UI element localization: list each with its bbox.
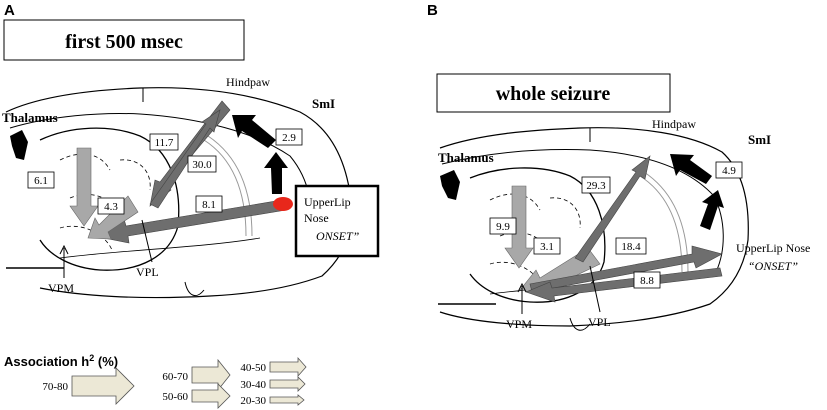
panel-b-value-box: 8.8 bbox=[633, 271, 661, 289]
panel-a-arrow-thalamus-down bbox=[69, 147, 99, 227]
panel-a-ventricle-icon bbox=[10, 130, 28, 160]
legend-entry: 60-70 bbox=[162, 358, 231, 392]
panel-a-onset-box bbox=[294, 184, 380, 258]
svg-text:8.1: 8.1 bbox=[202, 199, 216, 211]
panel-a-letter: A bbox=[4, 2, 15, 19]
svg-text:60-70: 60-70 bbox=[162, 371, 188, 383]
panel-a-value-box: 11.7 bbox=[149, 133, 179, 151]
legend-title: Association h2 (%) bbox=[4, 353, 118, 369]
svg-text:9.9: 9.9 bbox=[496, 221, 510, 233]
panel-b-title: whole seizure bbox=[496, 83, 611, 105]
svg-text:8.8: 8.8 bbox=[640, 275, 654, 287]
panel-b-vpm-label: VPM bbox=[506, 317, 532, 331]
panel-a-value-box: 8.1 bbox=[195, 195, 223, 213]
panel-a-vpl-pointer bbox=[141, 219, 153, 263]
panel-b-value-box: 18.4 bbox=[615, 237, 647, 255]
panel-b-letter: B bbox=[427, 2, 438, 19]
panel-b-ventricle-icon bbox=[440, 170, 460, 200]
svg-text:30-40: 30-40 bbox=[240, 379, 266, 391]
panel-a-hindpaw-label: Hindpaw bbox=[226, 75, 270, 89]
panel-a-arrow-vpl-up bbox=[149, 109, 221, 209]
panel-a-nose-label: Nose bbox=[304, 211, 329, 225]
panel-a-value-box: 6.1 bbox=[27, 171, 55, 189]
legend-entry: 70-80 bbox=[42, 367, 135, 405]
svg-text:4.3: 4.3 bbox=[104, 201, 118, 213]
legend-entry: 30-40 bbox=[240, 376, 306, 392]
panel-b-value-box: 4.9 bbox=[715, 161, 743, 179]
panel-a-smi-label: SmI bbox=[312, 96, 335, 111]
panel-b-hindpaw-label: Hindpaw bbox=[652, 117, 696, 131]
svg-text:30.0: 30.0 bbox=[192, 159, 212, 171]
panel-b-vpl-pointer bbox=[589, 265, 601, 313]
panel-b-brain-outline bbox=[439, 127, 749, 327]
panel-b-thalamus-label: Thalamus bbox=[438, 150, 494, 165]
legend-entry: 50-60 bbox=[162, 383, 231, 409]
panel-a-vpl-label: VPL bbox=[136, 265, 159, 279]
panel-a-thalamus-label: Thalamus bbox=[2, 110, 58, 125]
svg-text:50-60: 50-60 bbox=[162, 391, 188, 403]
legend-entry: 20-30 bbox=[240, 394, 305, 407]
panel-a-internal-capsule bbox=[59, 237, 261, 259]
panel-b-arrow-onset-up-2 bbox=[670, 154, 712, 184]
panel-b-inner-contour bbox=[441, 149, 724, 273]
svg-text:6.1: 6.1 bbox=[34, 175, 48, 187]
svg-text:11.7: 11.7 bbox=[155, 137, 174, 149]
svg-text:29.3: 29.3 bbox=[586, 180, 606, 192]
panel-a-arrow-vpl-light bbox=[87, 195, 139, 240]
panel-a-onset-dot bbox=[273, 197, 293, 211]
panel-b-value-box: 29.3 bbox=[581, 176, 611, 194]
panel-b-value-box: 3.1 bbox=[533, 237, 561, 255]
panel-b-arrow-hindpaw-up bbox=[574, 155, 651, 263]
legend: Association h2 (%) 70-80 60-70 50-60 40-… bbox=[4, 353, 307, 409]
panel-b-thalamus-outline bbox=[469, 167, 606, 303]
panel-a-value-box: 2.9 bbox=[275, 128, 303, 146]
panel-b-arrow-onset-up-1 bbox=[700, 190, 724, 230]
panel-b-upperlip-nose-label: UpperLip Nose bbox=[736, 241, 810, 255]
panel-a-cortex-shell-1 bbox=[203, 139, 247, 237]
panel-b-ventral-notch bbox=[569, 317, 591, 331]
svg-text:3.1: 3.1 bbox=[540, 241, 554, 253]
panel-a: A first 500 msec 11.7 30 bbox=[2, 2, 380, 299]
panel-b-arrow-from-onset bbox=[525, 267, 723, 303]
panel-a-arrow-onset-up-2 bbox=[232, 115, 276, 148]
panel-a-upperlip-label: UpperLip bbox=[304, 195, 351, 209]
panel-a-arrow-onset-to-vpm bbox=[93, 199, 287, 244]
panel-a-vpm-pointer bbox=[59, 244, 69, 278]
panel-a-ventral-notch bbox=[184, 281, 205, 297]
panel-b: B whole seizure 29.3 4.9 bbox=[427, 2, 810, 331]
svg-text:40-50: 40-50 bbox=[240, 362, 266, 374]
panel-a-arrow-onset-up-1 bbox=[264, 152, 288, 194]
legend-entry: 40-50 bbox=[240, 356, 307, 378]
panel-b-value-box: 9.9 bbox=[489, 217, 517, 235]
panel-b-smi-label: SmI bbox=[748, 132, 771, 147]
svg-text:4.9: 4.9 bbox=[722, 165, 736, 177]
panel-a-onset-label: ONSET” bbox=[316, 229, 360, 243]
svg-text:70-80: 70-80 bbox=[42, 381, 68, 393]
panel-b-vpm-pointer bbox=[517, 282, 527, 314]
panel-a-title-box bbox=[3, 19, 245, 61]
svg-text:18.4: 18.4 bbox=[621, 241, 641, 253]
panel-a-value-box: 30.0 bbox=[187, 155, 217, 173]
panel-a-vpm-label: VPM bbox=[48, 281, 74, 295]
panel-b-vpl-label: VPL bbox=[588, 315, 611, 329]
panel-a-cortex-shell-2 bbox=[207, 135, 253, 237]
panel-b-title-box bbox=[436, 73, 671, 113]
panel-b-arrow-thalamus-down bbox=[504, 185, 534, 269]
panel-a-title: first 500 msec bbox=[65, 31, 183, 53]
svg-text:20-30: 20-30 bbox=[240, 395, 266, 407]
panel-a-value-box: 4.3 bbox=[97, 197, 125, 215]
svg-text:2.9: 2.9 bbox=[282, 132, 296, 144]
panel-b-onset-label: “ONSET” bbox=[748, 259, 798, 273]
